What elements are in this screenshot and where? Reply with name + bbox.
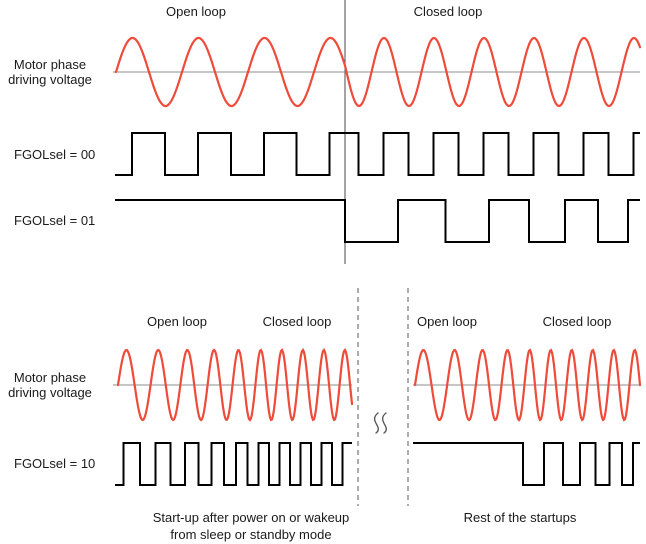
break-squiggle-left	[373, 412, 379, 434]
break-squiggle-right	[381, 412, 387, 434]
bottom-motor-phase-label-line1: Motor phase	[14, 370, 86, 385]
fgolsel-01-signal-wave	[115, 199, 640, 243]
bottom-left-closed-loop-label: Closed loop	[263, 314, 332, 329]
fgolsel-00-label: FGOLsel = 00	[14, 147, 95, 162]
bottom-right-motor-phase-sine-wave	[413, 348, 642, 422]
bottom-right-open-loop-label: Open loop	[417, 314, 477, 329]
top-motor-phase-label-line1: Motor phase	[14, 57, 86, 72]
fgolsel-00-signal-wave	[115, 132, 640, 176]
top-motor-phase-label-line2: driving voltage	[8, 72, 92, 87]
startup-caption-line2: from sleep or standby mode	[170, 527, 331, 542]
fgolsel-10-left-signal-wave	[115, 442, 352, 486]
top-open-loop-label: Open loop	[166, 4, 226, 19]
bottom-left-motor-phase-sine-wave	[116, 348, 354, 422]
bottom-left-open-loop-label: Open loop	[147, 314, 207, 329]
startup-caption-line1: Start-up after power on or wakeup	[153, 510, 350, 525]
top-closed-loop-label: Closed loop	[414, 4, 483, 19]
time-break-symbol	[373, 412, 387, 434]
bottom-right-closed-loop-label: Closed loop	[543, 314, 612, 329]
fgolsel-10-label: FGOLsel = 10	[14, 456, 95, 471]
top-motor-phase-sine-wave	[114, 36, 642, 108]
bottom-motor-phase-label-line2: driving voltage	[8, 385, 92, 400]
rest-startups-caption: Rest of the startups	[464, 510, 577, 525]
fgolsel-01-label: FGOLsel = 01	[14, 213, 95, 228]
fgolsel-10-right-signal-wave	[413, 442, 640, 486]
